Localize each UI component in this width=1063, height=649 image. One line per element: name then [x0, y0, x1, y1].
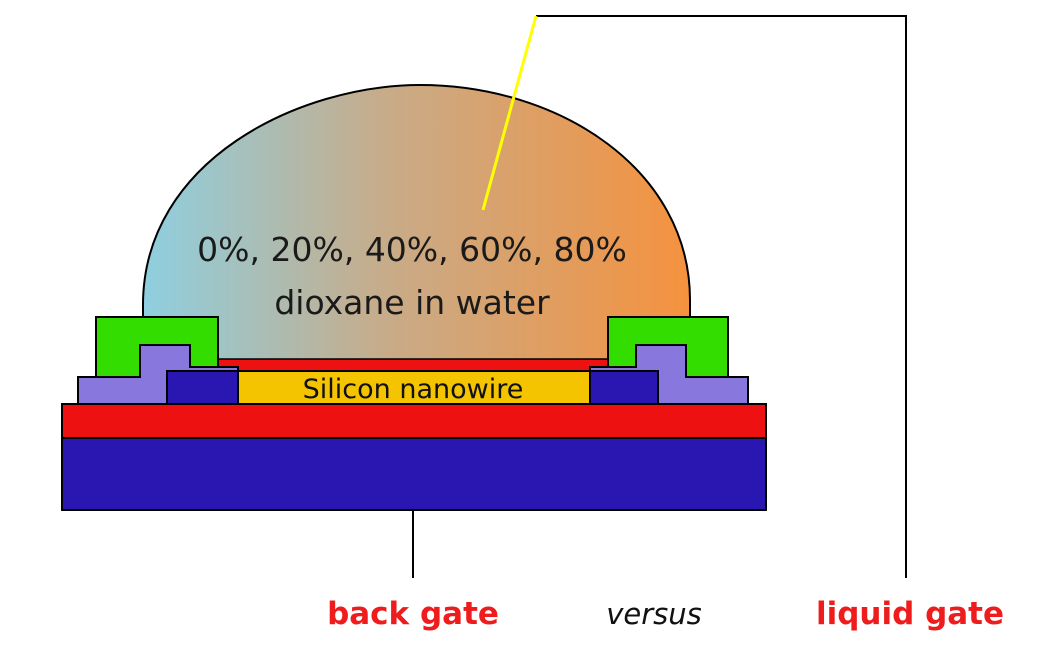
back-gate-label: back gate: [327, 596, 499, 632]
liquid-gate-lead: [536, 15, 907, 578]
liquid-gate-electrode: [481, 15, 538, 211]
dielectric-layer: [215, 358, 609, 372]
oxide-layer: [61, 403, 767, 439]
nanowire-label: Silicon nanowire: [303, 374, 524, 405]
droplet: [142, 83, 691, 361]
silicon-nanowire: [237, 370, 591, 405]
contact-pad-right: [589, 370, 659, 405]
droplet-concentration-label: 0%, 20%, 40%, 60%, 80%: [197, 230, 627, 269]
contact-pad-left: [166, 370, 239, 405]
droplet-solvent-label: dioxane in water: [274, 283, 550, 322]
versus-label: versus: [606, 597, 702, 631]
liquid-gate-label: liquid gate: [816, 596, 1004, 632]
silicon-substrate: [61, 437, 767, 511]
